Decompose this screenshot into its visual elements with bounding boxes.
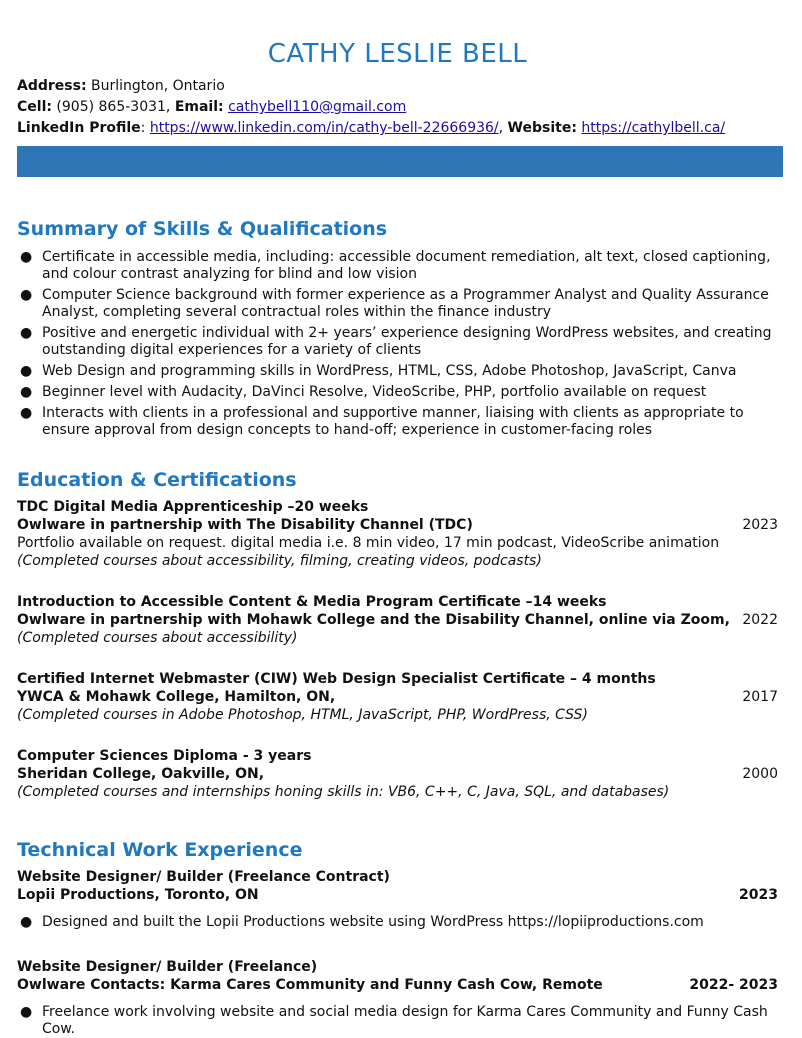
education-year: 2017 <box>742 689 778 705</box>
education-entry: Introduction to Accessible Content & Med… <box>17 593 778 647</box>
list-item: ● Interacts with clients in a professiona… <box>17 405 778 439</box>
list-item-text: Positive and energetic individual with 2… <box>42 325 772 358</box>
bullet-icon: ● <box>20 1004 33 1020</box>
linkedin-colon: : <box>140 120 150 136</box>
job-entry: Website Designer/ Builder (Freelance Con… <box>17 868 778 931</box>
education-year: 2022 <box>742 612 778 628</box>
education-note: Portfolio available on request. digital … <box>17 535 720 551</box>
education-org-row: Sheridan College, Oakville, ON, 2000 <box>17 765 778 783</box>
address-label: Address: <box>17 78 87 94</box>
education-heading: Education & Certifications <box>17 469 297 491</box>
links-separator: , <box>498 120 508 136</box>
education-courses: (Completed courses and internships honin… <box>17 784 670 800</box>
education-title: TDC Digital Media Apprenticeship –20 wee… <box>17 499 369 515</box>
links-line: LinkedIn Profile: https://www.linkedin.c… <box>17 118 778 139</box>
job-org: Owlware Contacts: Karma Cares Community … <box>17 977 603 993</box>
experience-heading: Technical Work Experience <box>17 839 303 861</box>
email-label: Email: <box>174 99 224 115</box>
education-title: Computer Sciences Diploma - 3 years <box>17 748 312 764</box>
job-bullets: ● Freelance work involving website and so… <box>17 1004 778 1038</box>
list-item-text: Web Design and programming skills in Wor… <box>42 363 737 379</box>
candidate-name: CATHY LESLIE BELL <box>267 39 528 69</box>
job-year: 2023 <box>739 887 778 903</box>
bullet-icon: ● <box>20 325 33 341</box>
list-item-text: Computer Science background with former … <box>42 287 769 320</box>
job-org-row: Owlware Contacts: Karma Cares Community … <box>17 976 778 994</box>
bullet-icon: ● <box>20 405 33 421</box>
job-org-row: Lopii Productions, Toronto, ON 2023 <box>17 886 778 904</box>
education-org: Owlware in partnership with The Disabili… <box>17 517 473 533</box>
education-year: 2023 <box>742 517 778 533</box>
education-entry: Computer Sciences Diploma - 3 years Sher… <box>17 747 778 801</box>
cell-label: Cell: <box>17 99 52 115</box>
education-org-row: YWCA & Mohawk College, Hamilton, ON, 201… <box>17 688 778 706</box>
job-bullets: ● Designed and built the Lopii Production… <box>17 914 778 931</box>
list-item: ● Computer Science background with former… <box>17 287 778 321</box>
education-courses: (Completed courses about accessibility) <box>17 630 298 646</box>
bullet-icon: ● <box>20 384 33 400</box>
summary-heading: Summary of Skills & Qualifications <box>17 218 388 240</box>
address-value: Burlington, Ontario <box>86 78 225 94</box>
education-entry: TDC Digital Media Apprenticeship –20 wee… <box>17 498 778 570</box>
job-org: Lopii Productions, Toronto, ON <box>17 887 259 903</box>
email-link[interactable]: cathybell110@gmail.com <box>228 99 407 115</box>
bullet-icon: ● <box>20 914 33 930</box>
list-item: ● Certificate in accessible media, includ… <box>17 249 778 283</box>
linkedin-label: LinkedIn Profile <box>17 120 141 136</box>
education-org: YWCA & Mohawk College, Hamilton, ON, <box>17 689 336 705</box>
website-link[interactable]: https://cathylbell.ca/ <box>581 120 726 136</box>
list-item-text: Designed and built the Lopii Productions… <box>42 914 704 930</box>
education-org: Sheridan College, Oakville, ON, <box>17 766 265 782</box>
list-item: ● Designed and built the Lopii Production… <box>17 914 778 931</box>
summary-list: ● Certificate in accessible media, includ… <box>17 249 778 439</box>
list-item: ● Freelance work involving website and so… <box>17 1004 778 1038</box>
list-item: ● Positive and energetic individual with … <box>17 325 778 359</box>
education-org-row: Owlware in partnership with Mohawk Colle… <box>17 611 778 629</box>
education-title: Certified Internet Webmaster (CIW) Web D… <box>17 671 656 687</box>
education-org: Owlware in partnership with Mohawk Colle… <box>17 612 730 628</box>
bullet-icon: ● <box>20 249 33 265</box>
website-label: Website: <box>507 120 577 136</box>
phone-email-line: Cell: (905) 865-3031, Email: cathybell11… <box>17 97 778 118</box>
education-courses: (Completed courses in Adobe Photoshop, H… <box>17 707 588 723</box>
education-courses: (Completed courses about accessibility, … <box>17 553 542 569</box>
list-item-text: Certificate in accessible media, includi… <box>42 249 771 282</box>
address-line: Address: Burlington, Ontario <box>17 76 778 97</box>
bullet-icon: ● <box>20 363 33 379</box>
education-org-row: Owlware in partnership with The Disabili… <box>17 516 778 534</box>
job-title: Website Designer/ Builder (Freelance) <box>17 959 318 975</box>
linkedin-link[interactable]: https://www.linkedin.com/in/cathy-bell-2… <box>149 120 499 136</box>
list-item-text: Beginner level with Audacity, DaVinci Re… <box>42 384 707 400</box>
education-year: 2000 <box>742 766 778 782</box>
education-title: Introduction to Accessible Content & Med… <box>17 594 607 610</box>
list-item: ● Web Design and programming skills in Wo… <box>17 363 778 380</box>
bullet-icon: ● <box>20 287 33 303</box>
cell-value: (905) 865-3031, <box>51 99 175 115</box>
job-title: Website Designer/ Builder (Freelance Con… <box>17 869 390 885</box>
education-entry: Certified Internet Webmaster (CIW) Web D… <box>17 670 778 724</box>
list-item-text: Freelance work involving website and soc… <box>42 1004 768 1037</box>
contact-block: Address: Burlington, Ontario Cell: (905)… <box>17 76 778 139</box>
job-year: 2022- 2023 <box>689 977 778 993</box>
list-item: ● Beginner level with Audacity, DaVinci R… <box>17 384 778 401</box>
header-divider-bar <box>17 146 783 177</box>
job-entry: Website Designer/ Builder (Freelance) Ow… <box>17 958 778 1038</box>
list-item-text: Interacts with clients in a professional… <box>42 405 744 438</box>
